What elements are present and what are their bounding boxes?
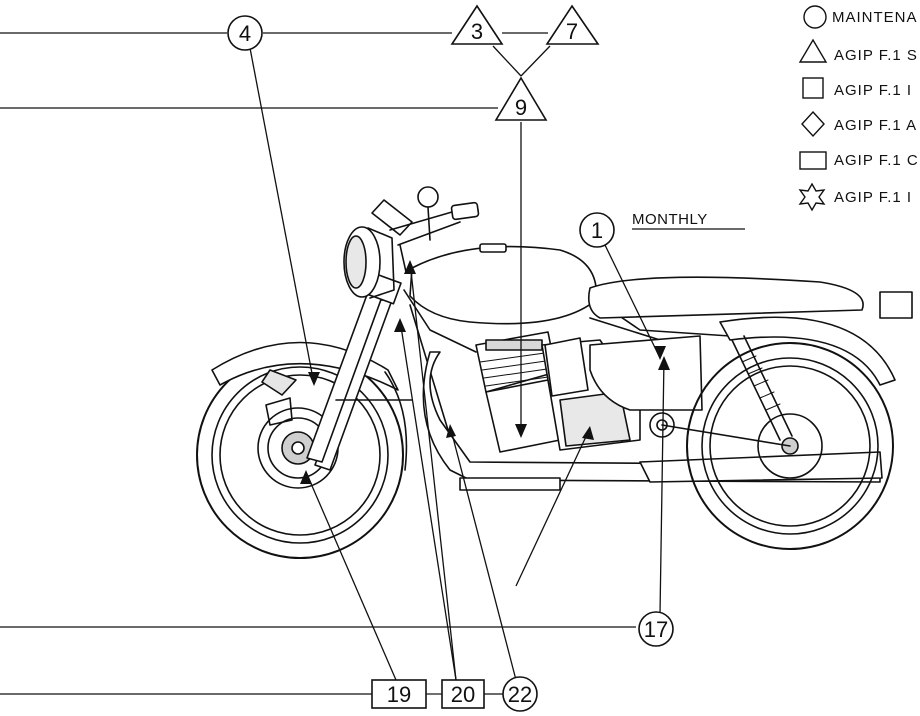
leader-4 — [249, 47, 315, 385]
legend-label-triangle: AGIP F.1 S — [834, 47, 918, 64]
legend-item-rectangle: AGIP F.1 C — [799, 151, 919, 170]
leader-1 — [604, 244, 661, 359]
arrow-20a — [394, 318, 406, 332]
rear-wheel — [686, 342, 894, 550]
marker-17-circle — [638, 611, 674, 647]
arrow-22b — [582, 426, 594, 440]
legend-label-star: AGIP F.1 I — [834, 189, 912, 206]
legend-diamond-icon — [801, 110, 825, 138]
marker-20-label: 20 — [451, 682, 475, 707]
side-cover — [589, 335, 703, 411]
arrow-9 — [515, 424, 527, 438]
tail-light — [879, 291, 913, 319]
arrow-20b — [404, 260, 416, 274]
legend-label-diamond: AGIP F.1 A — [834, 117, 917, 134]
legend: MAINTENA AGIP F.1 S AGIP F.1 I AGIP F.1 … — [798, 5, 919, 212]
fender-stay — [384, 371, 408, 471]
marker-22-circle — [502, 676, 538, 712]
legend-label-circle: MAINTENA — [832, 9, 918, 26]
legend-item-triangle: AGIP F.1 S — [798, 38, 918, 64]
marker-9: 9 — [494, 76, 548, 121]
marker-9-triangle — [494, 76, 548, 121]
arrow-19 — [300, 470, 312, 484]
rear-fender — [719, 316, 896, 386]
marker-4: 4 — [227, 15, 263, 51]
arrow-22a — [446, 424, 456, 438]
legend-item-star: AGIP F.1 I — [798, 182, 912, 212]
rear-shock — [731, 335, 793, 441]
legend-item-square: AGIP F.1 I — [802, 77, 912, 99]
marker-22-label: 22 — [508, 682, 532, 707]
arrow-1 — [654, 346, 666, 360]
reference-lines — [0, 32, 745, 695]
front-fork — [306, 273, 413, 471]
leader-17-up — [659, 357, 665, 615]
headlight — [343, 226, 395, 299]
leader-3-9 — [492, 45, 522, 77]
marker-3-label: 3 — [471, 19, 483, 44]
marker-1-circle — [579, 212, 615, 248]
legend-square-icon — [802, 77, 824, 99]
marker-17-label: 17 — [644, 617, 668, 642]
marker-1-label: 1 — [591, 218, 603, 243]
marker-17: 17 — [638, 611, 674, 647]
motorcycle-illustration — [196, 186, 913, 559]
leader-19 — [305, 471, 397, 681]
leader-lines — [249, 45, 665, 681]
legend-label-square: AGIP F.1 I — [834, 82, 912, 99]
marker-9-label: 9 — [515, 95, 527, 120]
leader-22b — [515, 427, 591, 587]
legend-label-rectangle: AGIP F.1 C — [834, 152, 919, 169]
seat — [587, 276, 864, 319]
legend-item-diamond: AGIP F.1 A — [801, 110, 917, 138]
front-wheel — [196, 351, 404, 559]
marker-7-label: 7 — [566, 19, 578, 44]
legend-rectangle-icon — [799, 151, 827, 170]
fuel-cap — [479, 243, 507, 253]
marker-19-label: 19 — [387, 682, 411, 707]
marker-1: 1 — [579, 212, 615, 248]
handlebars — [371, 186, 480, 273]
marker-20: 20 — [441, 679, 485, 709]
marker-3-triangle — [450, 4, 504, 45]
marker-3: 3 — [450, 4, 504, 45]
legend-item-circle: MAINTENA — [803, 5, 918, 29]
swing-arm — [661, 424, 791, 447]
marker-19-square — [371, 679, 427, 709]
marker-19: 19 — [371, 679, 427, 709]
marker-4-circle — [227, 15, 263, 51]
engine — [475, 331, 675, 453]
arrow-17 — [658, 356, 670, 370]
marker-20-square — [441, 679, 485, 709]
leader-22a — [449, 425, 517, 681]
monthly-label: MONTHLY — [632, 211, 708, 228]
leader-20b — [409, 261, 457, 681]
arrow-heads — [300, 260, 670, 484]
marker-22: 22 — [502, 676, 538, 712]
leader-20a — [399, 319, 457, 681]
leader-7-9 — [520, 45, 551, 77]
legend-triangle-icon — [798, 38, 828, 63]
legend-circle-icon — [803, 5, 827, 29]
marker-4-label: 4 — [239, 21, 251, 46]
marker-7: 7 — [545, 4, 600, 45]
fuel-tank — [409, 245, 598, 325]
marker-7-triangle — [545, 4, 600, 45]
legend-star-icon — [798, 182, 826, 212]
arrow-4 — [308, 372, 320, 386]
